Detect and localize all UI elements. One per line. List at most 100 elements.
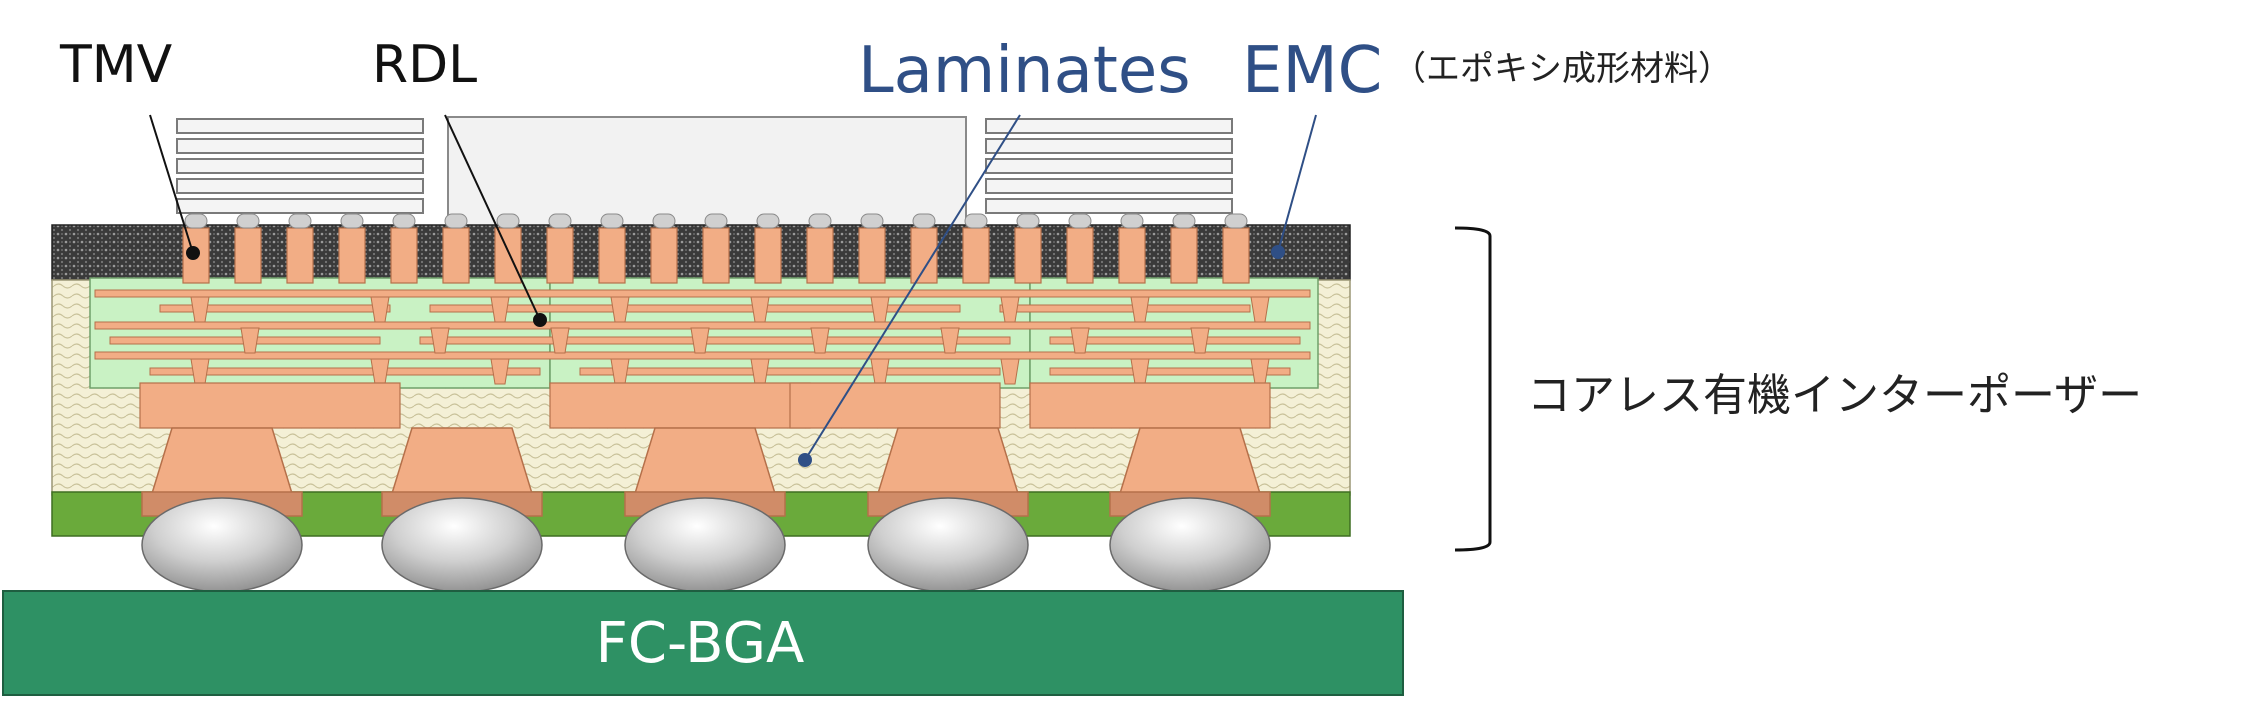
rdl-via [550,327,570,354]
solder-ball [624,497,786,593]
micro-bump [496,213,520,229]
solder-ball [381,497,543,593]
micro-bump [1224,213,1248,229]
emc-label: EMC [1242,34,1382,108]
copper-pillar [388,427,536,501]
copper-pillar [1116,427,1264,501]
rdl-via [610,296,630,323]
interposer-label: コアレス有機インターポーザー [1527,370,2142,421]
micro-bump [964,213,988,229]
rdl-leader-dot [533,313,547,327]
memory-chip-layer [176,118,424,134]
tmv-post [598,227,626,284]
micro-bump [548,213,572,229]
memory-chip-stack-left [176,118,424,214]
fc-bga-substrate [2,590,1404,696]
tmv-post [1066,227,1094,284]
micro-bump [808,213,832,229]
tmv-post [442,227,470,284]
rdl-via [1070,327,1090,354]
micro-bump [392,213,416,229]
memory-chip-layer [176,198,424,214]
tmv-post [234,227,262,284]
rdl-trace [94,289,1311,298]
copper-pillar [874,427,1022,501]
laminates-leader-dot [798,453,812,467]
copper-wiring [94,227,1311,429]
rdl-via [810,327,830,354]
rdl-via [490,358,510,385]
rdl-trace [159,304,391,313]
tmv-post [754,227,782,284]
rdl-trace [419,336,1011,345]
memory-chip-stack-right [985,118,1233,214]
memory-chip-layer [985,158,1233,174]
rdl-trace [429,304,961,313]
solder-ball [141,497,303,593]
rdl-via [1190,327,1210,354]
rdl-via [1250,296,1270,323]
rdl-via [870,296,890,323]
micro-bump [652,213,676,229]
rdl-via [750,296,770,323]
micro-bump [756,213,780,229]
tmv-post [1118,227,1146,284]
tmv-post [1014,227,1042,284]
tmv-post [962,227,990,284]
logic-die [447,116,967,231]
micro-bump [1120,213,1144,229]
micro-bump [860,213,884,229]
micro-bump [236,213,260,229]
tmv-post [286,227,314,284]
laminates-label: Laminates [858,34,1191,108]
rdl-via [370,296,390,323]
solder-balls [141,497,1271,593]
tmv-post [338,227,366,284]
rdl-trace [579,367,1001,376]
rdl-via [940,327,960,354]
tmv-post [1170,227,1198,284]
rdl-trace [1049,367,1291,376]
rdl-via [430,327,450,354]
micro-bump [1068,213,1092,229]
rdl-via [1000,358,1020,385]
memory-chip-layer [176,138,424,154]
micro-bump [340,213,364,229]
tmv-post [494,227,522,284]
rdl-landing-pad [1029,382,1271,429]
micro-bump [1016,213,1040,229]
tmv-post [546,227,574,284]
emc-leader [1277,114,1317,253]
rdl-label: RDL [372,35,477,95]
solder-ball [867,497,1029,593]
solder-ball [1109,497,1271,593]
rdl-via [490,296,510,323]
memory-chip-layer [985,198,1233,214]
rdl-via [690,327,710,354]
memory-chip-layer [176,158,424,174]
rdl-trace [1049,336,1301,345]
rdl-via [240,327,260,354]
memory-chip-layer [985,118,1233,134]
rdl-landing-pad [549,382,811,429]
tmv-post [390,227,418,284]
rdl-trace [999,304,1251,313]
tmv-post [650,227,678,284]
micro-bump [1172,213,1196,229]
tmv-post [806,227,834,284]
tmv-label: TMV [59,35,173,95]
micro-bumps [184,213,1248,229]
tmv-post [858,227,886,284]
micro-bump [704,213,728,229]
copper-pillar [148,427,296,501]
fc-bga-label: FC-BGA [596,611,805,676]
rdl-landing-pad [789,382,1001,429]
emc-note-label: （エポキシ成形材料） [1392,49,1732,89]
memory-chip-layer [985,178,1233,194]
copper-pillar [631,427,779,501]
memory-chip-layer [985,138,1233,154]
micro-bump [288,213,312,229]
emc-leader-dot [1271,245,1285,259]
rdl-via [1130,296,1150,323]
rdl-landing-pad [139,382,401,429]
